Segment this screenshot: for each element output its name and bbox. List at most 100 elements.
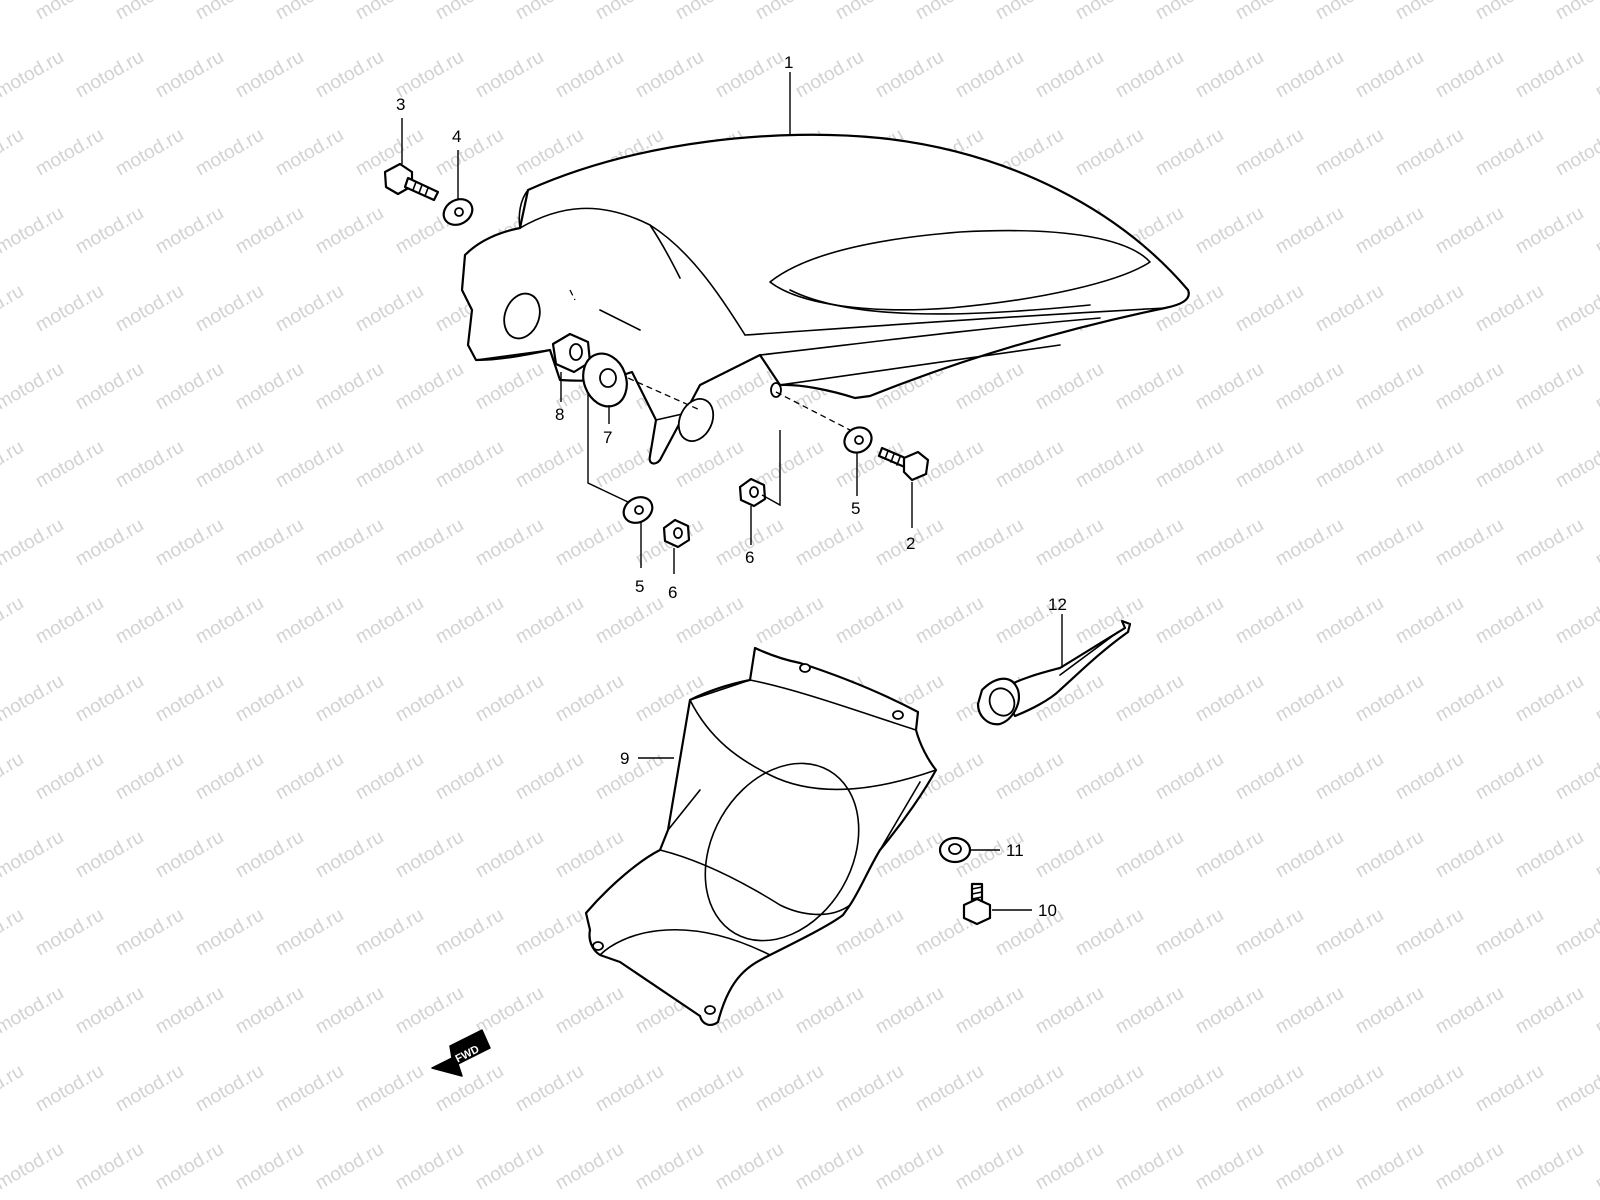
bracket-part-12[interactable]	[976, 619, 1132, 726]
watermark-text: motod.ru	[672, 0, 747, 24]
callout-6-left: 6	[668, 583, 677, 602]
watermark-text: motod.ru	[0, 47, 67, 103]
watermark-text: motod.ru	[0, 515, 67, 571]
watermark-text: motod.ru	[352, 1061, 427, 1117]
watermark-text: motod.ru	[1512, 515, 1587, 571]
watermark-text: motod.ru	[1512, 671, 1587, 727]
watermark-text: motod.ru	[1112, 671, 1187, 727]
watermark-text: motod.ru	[112, 749, 187, 805]
washer-part-5-left[interactable]	[619, 492, 657, 528]
watermark-text: motod.ru	[0, 0, 27, 24]
watermark-text: motod.ru	[1392, 905, 1467, 961]
watermark-text: motod.ru	[512, 593, 587, 649]
watermark-text: motod.ru	[0, 281, 27, 337]
watermark-text: motod.ru	[1312, 749, 1387, 805]
watermark-text: motod.ru	[392, 827, 467, 883]
watermark-text: motod.ru	[1592, 827, 1600, 883]
watermark-text: motod.ru	[1192, 359, 1267, 415]
watermark-text: motod.ru	[1512, 1139, 1587, 1195]
watermark-text: motod.ru	[1392, 1061, 1467, 1117]
watermark-text: motod.ru	[312, 203, 387, 259]
watermark-text: motod.ru	[1352, 983, 1427, 1039]
watermark-text: motod.ru	[1352, 515, 1427, 571]
watermark-text: motod.ru	[1032, 47, 1107, 103]
watermark-text: motod.ru	[592, 1061, 667, 1117]
watermark-text: motod.ru	[1232, 437, 1307, 493]
watermark-text: motod.ru	[0, 749, 27, 805]
bolt-part-3[interactable]	[383, 162, 440, 202]
watermark-text: motod.ru	[1192, 515, 1267, 571]
watermark-text: motod.ru	[1272, 983, 1347, 1039]
watermark-text: motod.ru	[912, 593, 987, 649]
watermark-text: motod.ru	[72, 671, 147, 727]
watermark-text: motod.ru	[1432, 47, 1507, 103]
watermark-text: motod.ru	[1072, 905, 1147, 961]
watermark-text: motod.ru	[112, 593, 187, 649]
inner-cover-part-9[interactable]	[584, 646, 938, 1026]
watermark-text: motod.ru	[1352, 359, 1427, 415]
watermark-text: motod.ru	[112, 1061, 187, 1117]
watermark-text: motod.ru	[1512, 359, 1587, 415]
screw-part-10[interactable]	[962, 882, 992, 926]
watermark-text: motod.ru	[1152, 125, 1227, 181]
watermark-text: motod.ru	[1512, 983, 1587, 1039]
watermark-text: motod.ru	[0, 1061, 27, 1117]
watermark-text: motod.ru	[1472, 125, 1547, 181]
watermark-text: motod.ru	[672, 593, 747, 649]
watermark-text: motod.ru	[552, 671, 627, 727]
watermark-text: motod.ru	[1232, 281, 1307, 337]
watermark-text: motod.ru	[152, 359, 227, 415]
watermark-text: motod.ru	[1592, 359, 1600, 415]
rear-fender-part-1[interactable]	[460, 133, 1190, 465]
watermark-text: motod.ru	[152, 671, 227, 727]
watermark-text: motod.ru	[1152, 905, 1227, 961]
watermark-text: motod.ru	[32, 1061, 107, 1117]
watermark-text: motod.ru	[1272, 47, 1347, 103]
watermark-text: motod.ru	[1152, 437, 1227, 493]
watermark-text: motod.ru	[1352, 47, 1427, 103]
watermark-text: motod.ru	[792, 47, 867, 103]
washer-part-5-right[interactable]	[840, 423, 876, 458]
watermark-text: motod.ru	[0, 593, 27, 649]
watermark-text: motod.ru	[1192, 671, 1267, 727]
watermark-text: motod.ru	[952, 515, 1027, 571]
watermark-text: motod.ru	[1112, 515, 1187, 571]
watermark-text: motod.ru	[232, 1139, 307, 1195]
watermark-text: motod.ru	[112, 125, 187, 181]
watermark-text: motod.ru	[1512, 47, 1587, 103]
watermark-text: motod.ru	[1592, 983, 1600, 1039]
watermark-text: motod.ru	[1232, 1061, 1307, 1117]
washer-part-4[interactable]	[439, 194, 477, 230]
grommet-part-7[interactable]	[576, 347, 634, 412]
watermark-text: motod.ru	[632, 1139, 707, 1195]
watermark-text: motod.ru	[192, 593, 267, 649]
grommet-part-11[interactable]	[938, 836, 972, 864]
watermark-text: motod.ru	[752, 593, 827, 649]
watermark-text: motod.ru	[312, 983, 387, 1039]
watermark-text: motod.ru	[912, 1061, 987, 1117]
watermark-text: motod.ru	[432, 593, 507, 649]
watermark-text: motod.ru	[1472, 593, 1547, 649]
watermark-text: motod.ru	[1072, 749, 1147, 805]
watermark-text: motod.ru	[232, 827, 307, 883]
watermark-text: motod.ru	[1232, 593, 1307, 649]
watermark-text: motod.ru	[392, 515, 467, 571]
watermark-text: motod.ru	[1392, 281, 1467, 337]
watermark-text: motod.ru	[32, 125, 107, 181]
watermark-text: motod.ru	[952, 47, 1027, 103]
watermark-text: motod.ru	[1432, 359, 1507, 415]
callout-4: 4	[452, 127, 461, 146]
nut-part-6-left[interactable]	[662, 518, 691, 549]
watermark-text: motod.ru	[472, 47, 547, 103]
callout-10: 10	[1038, 901, 1057, 920]
watermark-text: motod.ru	[712, 47, 787, 103]
watermark-text: motod.ru	[192, 0, 267, 24]
watermark-text: motod.ru	[952, 359, 1027, 415]
nut-part-6-center[interactable]	[738, 477, 767, 508]
watermark-text: motod.ru	[1312, 1061, 1387, 1117]
callout-9: 9	[620, 749, 629, 768]
bolt-part-2[interactable]	[877, 446, 930, 482]
watermark-text: motod.ru	[552, 47, 627, 103]
watermark-text: motod.ru	[0, 203, 67, 259]
watermark-text: motod.ru	[312, 827, 387, 883]
